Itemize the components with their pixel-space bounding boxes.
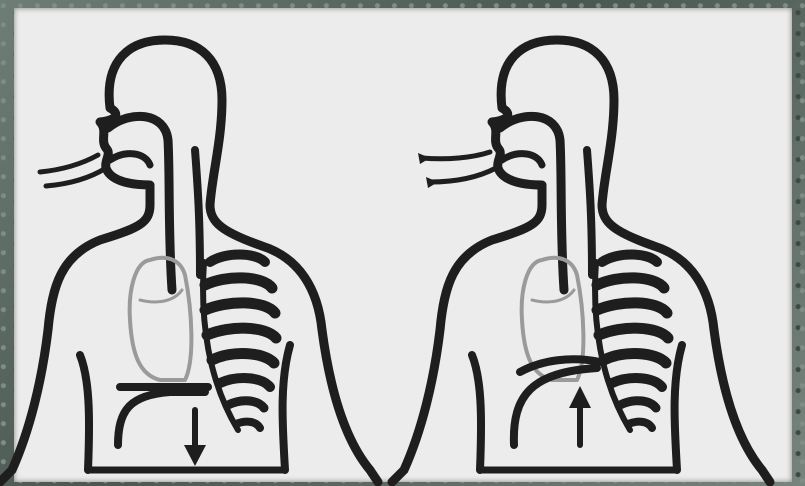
airflow-out-icon [418,152,496,188]
arrow-up-icon [569,386,591,445]
exhalation-figure [392,40,770,482]
arrow-down-icon [184,410,206,466]
torso-outline [0,40,378,482]
inhalation-figure [0,40,378,482]
airflow-in-icon [40,155,106,186]
